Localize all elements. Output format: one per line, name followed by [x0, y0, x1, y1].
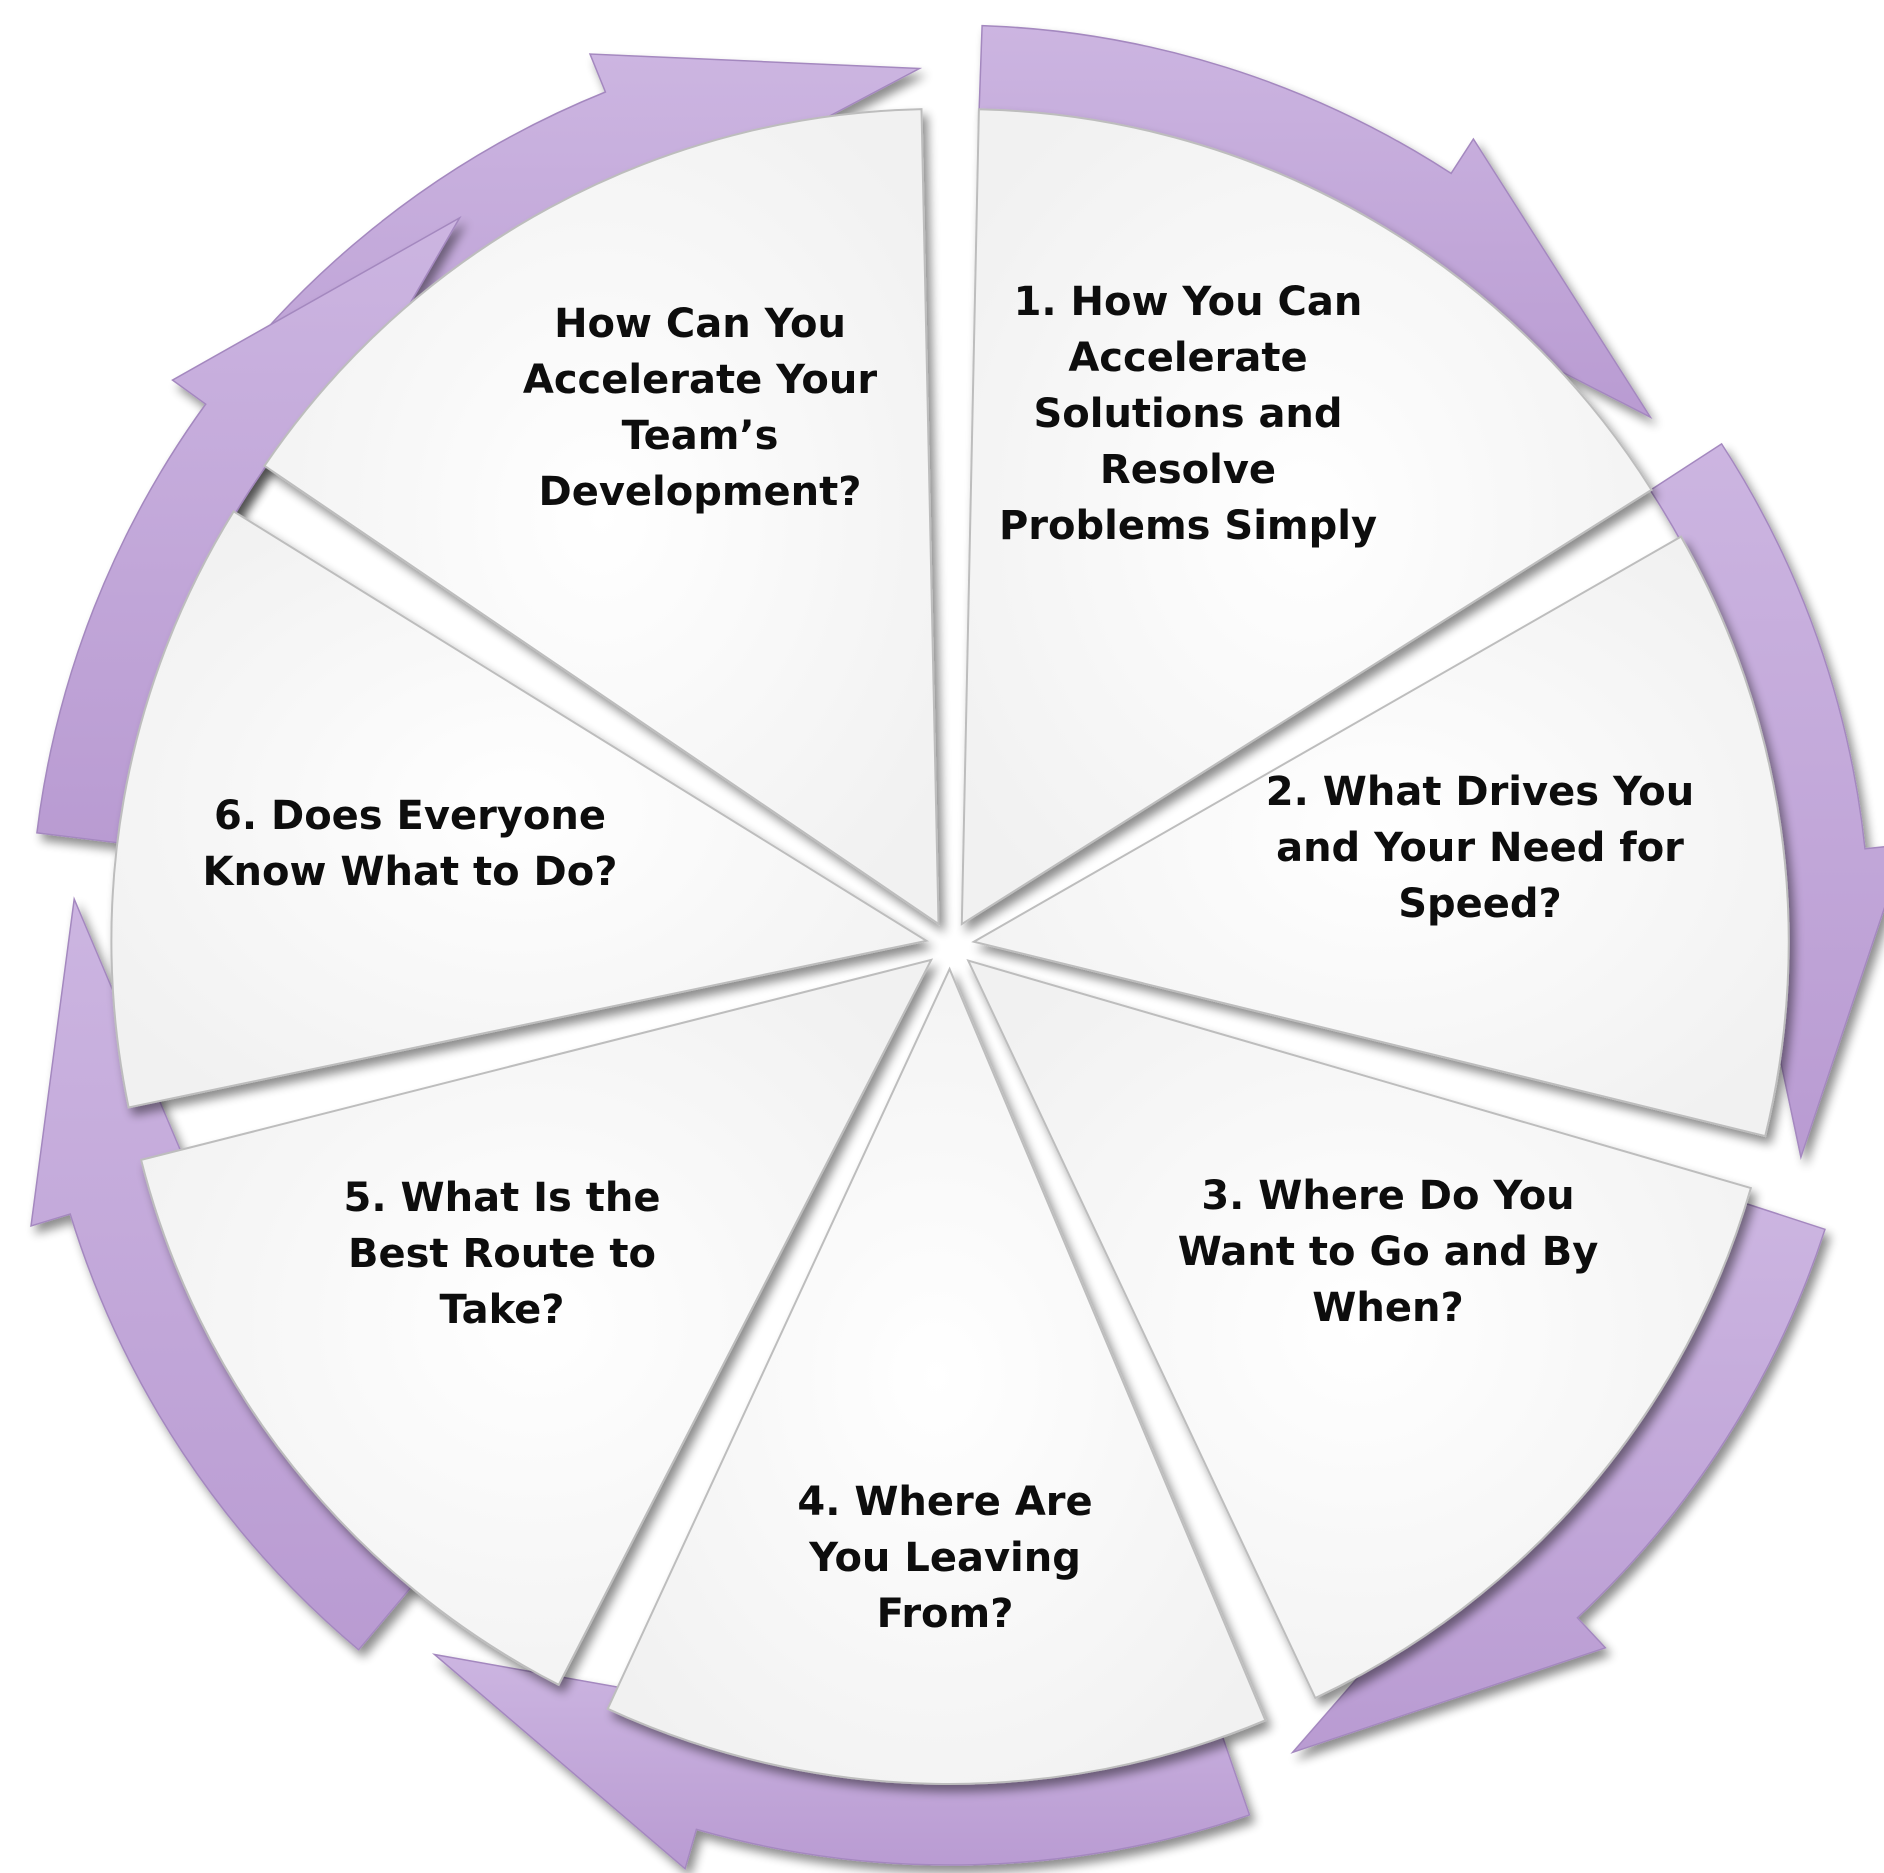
segment-wedge-step-2	[966, 959, 1753, 1700]
segment-label-line: From?	[876, 1591, 1014, 1637]
segment-label-line: When?	[1312, 1285, 1464, 1331]
segment-label-line: Team’s	[621, 413, 779, 459]
segment-label-line: Problems Simply	[998, 503, 1378, 549]
segment-label-line: 3. Where Do You	[1201, 1173, 1575, 1219]
segment-label-line: Solutions and	[1033, 391, 1343, 437]
segment-label-line: Accelerate Your	[522, 357, 878, 403]
segment-label-line: 5. What Is the	[343, 1175, 661, 1221]
segment-wedge-step-3	[606, 966, 1267, 1785]
segment-label-line: Best Route to	[347, 1231, 656, 1277]
segment-wedge-how-can-you-accelerate	[960, 108, 1653, 926]
segment-label-line: and Your Need for	[1276, 825, 1684, 871]
segment-wedge-step-5	[110, 510, 930, 1109]
segment-label-line: 2. What Drives You	[1265, 769, 1695, 815]
wedges-layer	[110, 108, 1790, 1785]
segment-wedge-step-4	[139, 958, 934, 1687]
segment-label-line: How Can You	[554, 301, 846, 347]
segment-label-line: Accelerate	[1068, 335, 1308, 381]
segment-label-line: 4. Where Are	[797, 1479, 1093, 1525]
segment-label-line: 1. How You Can	[1013, 279, 1363, 325]
segment-label-line: You Leaving	[809, 1535, 1081, 1581]
segment-wedge-step-1	[971, 535, 1790, 1138]
segment-wedge-step-6	[263, 108, 940, 926]
segment-label-line: Take?	[439, 1287, 565, 1333]
segment-label-line: Want to Go and By	[1177, 1229, 1599, 1275]
segment-label-line: Resolve	[1099, 447, 1277, 493]
segment-label-line: Development?	[538, 469, 862, 515]
segment-label-line: Speed?	[1398, 881, 1562, 927]
segment-label-line: 6. Does Everyone	[214, 793, 606, 839]
segment-label-line: Know What to Do?	[202, 849, 618, 895]
